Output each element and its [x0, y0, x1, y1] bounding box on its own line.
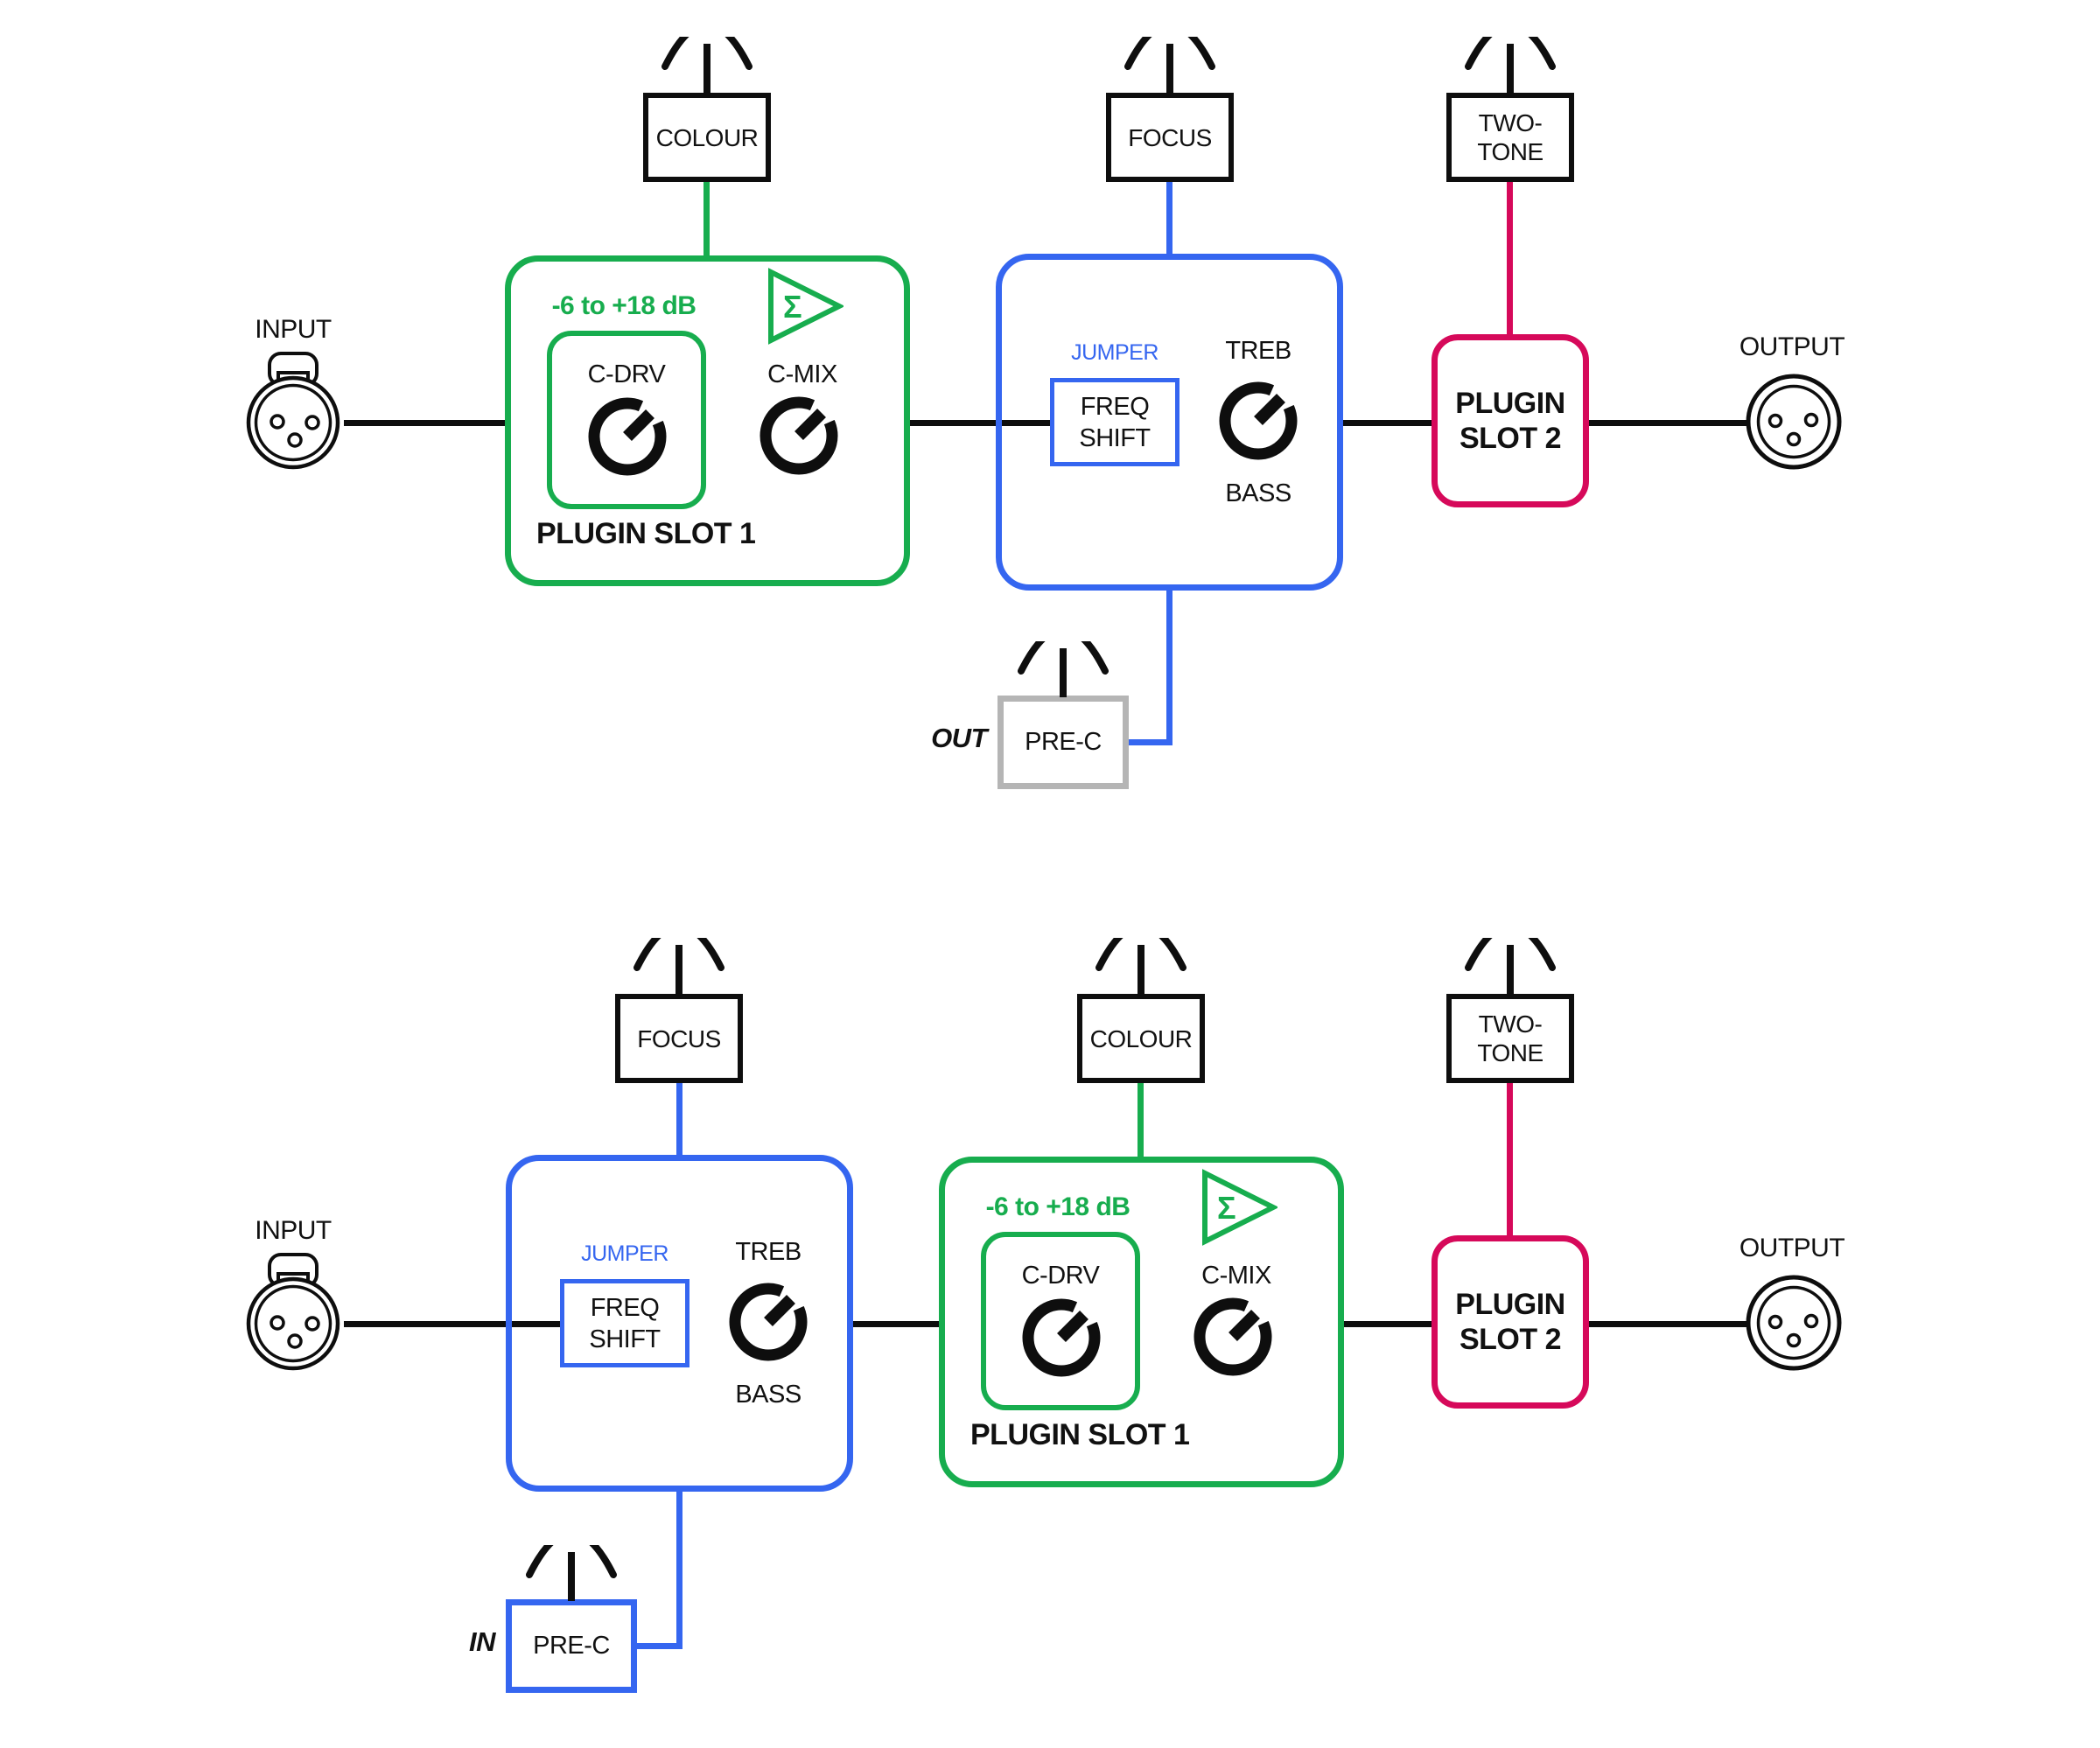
pre-c-switch: PRE-C: [506, 1599, 637, 1693]
c-mix-knob-icon: [1194, 1297, 1272, 1376]
wire-slot2-to-output: [1589, 1321, 1747, 1327]
pre-c-switch: PRE-C: [998, 696, 1129, 789]
output-label: OUTPUT: [1739, 1234, 1845, 1262]
freq-shift-line2: SHIFT: [589, 1325, 661, 1353]
c-drv-inner-box: [981, 1232, 1140, 1410]
c-mix-label: C-MIX: [1201, 1262, 1271, 1290]
pre-c-state-label: OUT: [931, 723, 987, 753]
plugin-slot-2-line2: SLOT 2: [1459, 1323, 1562, 1356]
c-mix-knob-icon: [760, 396, 838, 475]
plugin-slot-1-module: [505, 255, 910, 586]
sum-amp-icon: Σ: [1202, 1169, 1278, 1246]
plugin-slot-2-line1: PLUGIN: [1455, 1288, 1565, 1321]
focus-switch: FOCUS: [615, 994, 743, 1083]
c-drv-knob-icon: [588, 397, 667, 476]
plugin-slot-1-module: [939, 1157, 1344, 1487]
two-tone-connector: [1507, 182, 1513, 336]
colour-switch: COLOUR: [1077, 994, 1205, 1083]
focus-connector: [676, 1083, 682, 1155]
pre-c-state-label: IN: [469, 1626, 496, 1657]
wire-input-to-focus: [344, 1321, 560, 1327]
two-tone-switch: TWO- TONE: [1446, 994, 1574, 1083]
pre-c-label: PRE-C: [1025, 728, 1102, 756]
jumper-label: JUMPER: [581, 1241, 668, 1266]
input-label: INPUT: [255, 1216, 332, 1245]
two-tone-switch: TWO- TONE: [1446, 93, 1574, 182]
freq-shift-line2: SHIFT: [1079, 423, 1151, 452]
pre-c-branch-horizontal: [637, 1643, 682, 1649]
jumper-label: JUMPER: [1071, 340, 1158, 365]
toggle-switch-icon: [1465, 938, 1556, 994]
wire-focus-to-slot1: [853, 1321, 939, 1327]
freq-shift-line1: FREQ: [590, 1293, 660, 1322]
xlr-female-input-icon: [246, 352, 340, 470]
bass-label: BASS: [1225, 479, 1292, 507]
treb-label: TREB: [1225, 337, 1292, 365]
toggle-switch-icon: [1465, 37, 1556, 93]
focus-connector: [1166, 182, 1172, 255]
pre-c-branch-horizontal: [1129, 739, 1172, 745]
sum-symbol: Σ: [783, 289, 802, 325]
xlr-male-output-icon: [1746, 374, 1842, 470]
plugin-slot-1-title: PLUGIN SLOT 1: [536, 517, 756, 550]
toggle-switch-icon: [634, 938, 724, 994]
two-tone-line2: TONE: [1477, 1039, 1544, 1066]
input-label: INPUT: [255, 315, 332, 344]
pre-c-label: PRE-C: [533, 1632, 610, 1660]
treb-bass-knob-icon: [729, 1283, 808, 1361]
xlr-male-output-icon: [1746, 1275, 1842, 1371]
c-drv-knob-icon: [1022, 1298, 1101, 1377]
two-tone-connector: [1507, 1083, 1513, 1235]
colour-switch-label: COLOUR: [1089, 1024, 1193, 1052]
c-mix-label: C-MIX: [767, 360, 837, 388]
wire-slot1-to-focus: [910, 420, 1053, 426]
pre-c-branch-vertical: [676, 1492, 682, 1649]
toggle-switch-icon: [1124, 37, 1215, 93]
toggle-switch-icon: [526, 1545, 617, 1601]
plugin-slot-2-module: PLUGIN SLOT 2: [1432, 1235, 1589, 1409]
toggle-switch-icon: [662, 37, 752, 93]
focus-switch-label: FOCUS: [1128, 123, 1212, 151]
wire-focus-to-slot2: [1343, 420, 1432, 426]
freq-shift-line1: FREQ: [1080, 392, 1150, 421]
colour-switch: COLOUR: [643, 93, 771, 182]
wire-slot2-to-output: [1589, 420, 1747, 426]
c-drv-inner-box: [547, 331, 706, 509]
colour-connector: [1138, 1083, 1144, 1157]
colour-connector: [704, 182, 710, 257]
focus-module: [996, 254, 1343, 591]
toggle-switch-icon: [1018, 641, 1109, 697]
wire-slot1-to-slot2: [1344, 1321, 1432, 1327]
pre-c-branch-vertical: [1166, 591, 1172, 745]
plugin-slot-2-module: PLUGIN SLOT 2: [1432, 334, 1589, 507]
c-drv-label: C-DRV: [587, 360, 666, 388]
toggle-switch-icon: [1096, 938, 1186, 994]
bass-label: BASS: [735, 1381, 802, 1409]
treb-label: TREB: [735, 1238, 802, 1266]
two-tone-line1: TWO-: [1478, 109, 1543, 136]
xlr-female-input-icon: [246, 1253, 340, 1371]
c-drv-label: C-DRV: [1021, 1262, 1100, 1290]
treb-bass-knob-icon: [1219, 381, 1298, 460]
focus-module: [506, 1155, 853, 1492]
sum-symbol: Σ: [1217, 1190, 1236, 1226]
plugin-slot-2-line1: PLUGIN: [1455, 387, 1565, 420]
gain-range-label: -6 to +18 dB: [551, 291, 696, 320]
two-tone-line1: TWO-: [1478, 1010, 1543, 1038]
output-label: OUTPUT: [1739, 332, 1845, 361]
gain-range-label: -6 to +18 dB: [985, 1192, 1130, 1221]
freq-shift-jumper: FREQ SHIFT: [1050, 378, 1180, 466]
two-tone-line2: TONE: [1477, 138, 1544, 165]
focus-switch: FOCUS: [1106, 93, 1234, 182]
wire-input-to-slot1: [344, 420, 505, 426]
sum-amp-icon: Σ: [768, 268, 844, 345]
colour-switch-label: COLOUR: [655, 123, 759, 151]
plugin-slot-2-line2: SLOT 2: [1459, 422, 1562, 455]
plugin-slot-1-title: PLUGIN SLOT 1: [970, 1418, 1190, 1451]
freq-shift-jumper: FREQ SHIFT: [560, 1279, 690, 1367]
focus-switch-label: FOCUS: [637, 1024, 721, 1052]
